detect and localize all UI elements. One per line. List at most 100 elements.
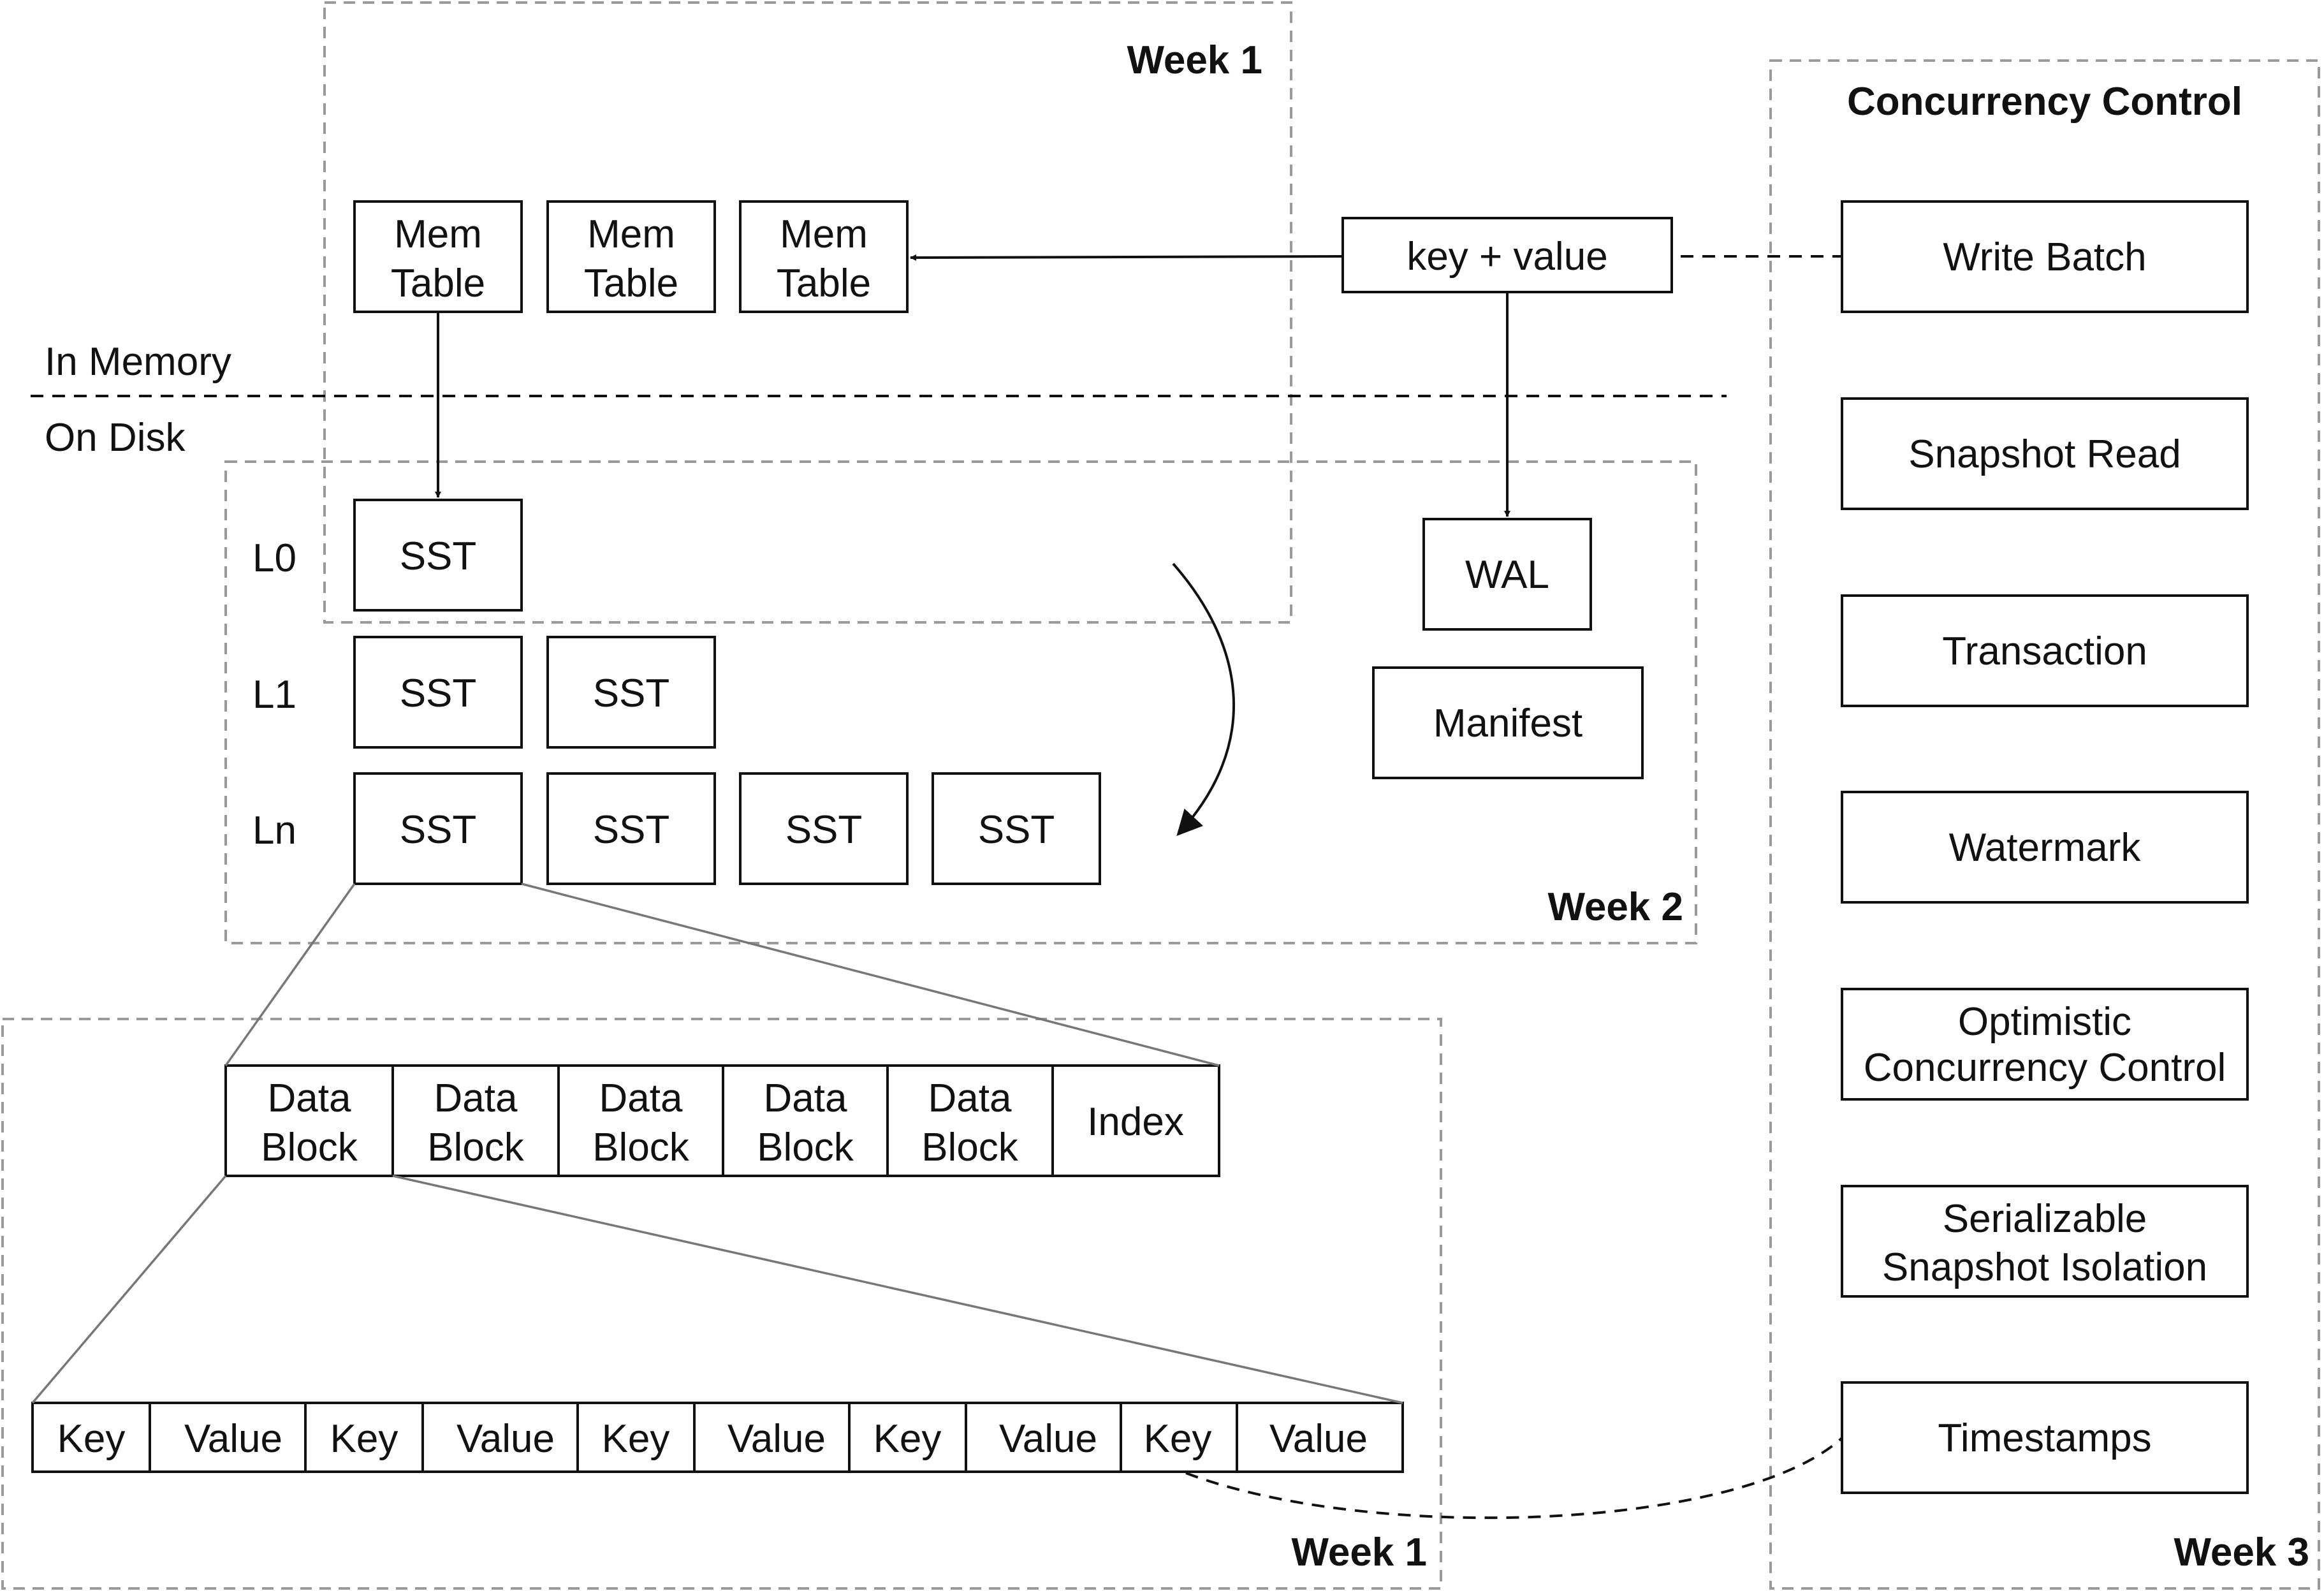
block-box: [224, 1064, 394, 1177]
serializable-snapshot-isolation-label: Serializable: [1943, 1197, 2147, 1241]
block-zoom-line: [392, 1175, 1403, 1404]
block-label: Block: [921, 1125, 1019, 1169]
memtable-box: [546, 200, 716, 313]
wal-box: [1422, 518, 1592, 631]
block-label: Data: [268, 1076, 351, 1120]
memtable-label: Mem: [394, 212, 482, 256]
sst-box: [353, 636, 523, 749]
week3-label: Week 3: [2174, 1530, 2309, 1574]
value-cell: [965, 1402, 1122, 1473]
memtable-label: Table: [391, 261, 485, 305]
key-cell: [1120, 1402, 1238, 1473]
memtable-label: Mem: [780, 212, 868, 256]
sst: SST: [353, 499, 523, 612]
write-batch-label: Write Batch: [1943, 235, 2146, 279]
sst-label: SST: [593, 671, 670, 715]
memtable: Mem Table: [546, 200, 716, 313]
sst: SST: [932, 772, 1101, 885]
index-label: Index: [1087, 1100, 1184, 1144]
optimistic-concurrency-control-box: [1841, 988, 2249, 1101]
value-cell: [421, 1402, 579, 1473]
block-label: Block: [592, 1125, 690, 1169]
key-value-input-label: key + value: [1407, 235, 1607, 279]
manifest-box: [1372, 666, 1644, 779]
sst-box: [353, 772, 523, 885]
wal-label: WAL: [1465, 553, 1549, 597]
concurrency-control-title: Concurrency Control: [1847, 80, 2242, 124]
value-cell: [1236, 1402, 1404, 1473]
value-cell-label: Value: [727, 1417, 826, 1461]
write-to-memtable-arrow: [910, 254, 1343, 261]
compaction-arrow: [1172, 562, 1236, 836]
sst-label: SST: [593, 808, 670, 852]
week2-frame: [224, 460, 1697, 944]
snapshot-read-label: Snapshot Read: [1908, 432, 2181, 476]
optimistic-concurrency-control-label: Optimistic: [1958, 1000, 2131, 1044]
week2-label: Week 2: [1547, 885, 1683, 929]
key-cell-label: Key: [873, 1417, 942, 1461]
sst-box: [932, 772, 1101, 885]
week1-top-frame: [323, 1, 1292, 624]
block-label: Data: [928, 1076, 1012, 1120]
level-label: L0: [252, 536, 296, 580]
week1-bottom-frame: [1, 1018, 1442, 1590]
block-box: [391, 1064, 560, 1177]
write-batch-box: [1841, 200, 2249, 313]
manifest-label: Manifest: [1433, 701, 1582, 745]
level-label: Ln: [252, 809, 296, 853]
value-cell: [693, 1402, 851, 1473]
week3-frame: [1769, 59, 2320, 1590]
key-cell-label: Key: [330, 1417, 398, 1461]
snapshot-read-box: [1841, 397, 2249, 510]
key-cell: [304, 1402, 424, 1473]
memtable: Mem Table: [353, 200, 523, 313]
block-label: Data: [764, 1076, 847, 1120]
key-cell: [31, 1402, 151, 1473]
timestamps-label: Timestamps: [1938, 1416, 2151, 1460]
transaction-box: [1841, 594, 2249, 707]
key-cell: [848, 1402, 967, 1473]
block-zoom-line: [31, 1175, 227, 1404]
block-label: Block: [757, 1125, 854, 1169]
value-cell-label: Value: [999, 1417, 1097, 1461]
week1-top-label: Week 1: [1127, 38, 1262, 82]
optimistic-concurrency-control-label: Concurrency Control: [1864, 1046, 2226, 1090]
sst: SST: [353, 636, 523, 749]
block-box: [557, 1064, 724, 1177]
sst-label: SST: [400, 671, 477, 715]
value-cell-label: Value: [184, 1417, 282, 1461]
value-cell-label: Value: [457, 1417, 555, 1461]
block-label: Data: [434, 1076, 518, 1120]
level-label: L1: [252, 673, 296, 717]
in-memory-label: In Memory: [45, 340, 231, 384]
sst: SST: [546, 772, 716, 885]
block-box: [722, 1064, 889, 1177]
sst: SST: [739, 772, 909, 885]
block-label: Block: [261, 1125, 358, 1169]
memtable: Mem Table: [739, 200, 909, 313]
sst: SST: [353, 772, 523, 885]
sst-zoom-line: [224, 883, 356, 1067]
sst-zoom-line: [521, 883, 1220, 1067]
sst-box: [546, 636, 716, 749]
sst-box: [546, 772, 716, 885]
block-label: Block: [427, 1125, 525, 1169]
value-cell-label: Value: [1269, 1417, 1368, 1461]
watermark-label: Watermark: [1949, 826, 2142, 870]
sst: SST: [546, 636, 716, 749]
sst-label: SST: [400, 534, 477, 578]
block-box: [886, 1064, 1054, 1177]
sst-label: SST: [400, 808, 477, 852]
key-cell-label: Key: [602, 1417, 670, 1461]
key-value-input-box: [1341, 217, 1673, 293]
serializable-snapshot-isolation-box: [1841, 1185, 2249, 1298]
memtable-label: Table: [584, 261, 678, 305]
index-box: [1051, 1064, 1220, 1177]
block-label: Data: [599, 1076, 683, 1120]
memtable-box: [353, 200, 523, 313]
timestamps-link: [1185, 1437, 1843, 1520]
key-cell-label: Key: [57, 1417, 126, 1461]
memtable-label: Table: [777, 261, 871, 305]
memtable-box: [739, 200, 909, 313]
